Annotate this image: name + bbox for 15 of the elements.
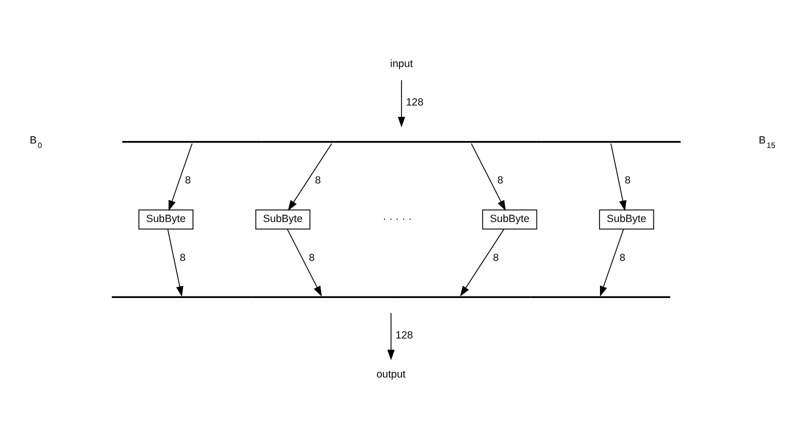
edge-label: 8	[624, 174, 631, 186]
edge-label: 8	[497, 174, 504, 186]
label: B$_{0}$	[30, 135, 42, 150]
edge-label: 8	[180, 252, 186, 264]
edge-label: 8	[492, 252, 499, 264]
edge-label: 128	[406, 97, 424, 108]
label: · · · · ·	[382, 214, 412, 225]
node-text: output	[376, 369, 406, 380]
label: B$_{15}$	[758, 135, 776, 150]
edge-label: 128	[396, 330, 414, 342]
node-text: input	[390, 58, 413, 70]
edge-label: 8	[308, 252, 315, 264]
edge-label: 8	[314, 174, 321, 186]
edge-label: 8	[619, 252, 626, 264]
edge-label: 8	[184, 174, 191, 186]
